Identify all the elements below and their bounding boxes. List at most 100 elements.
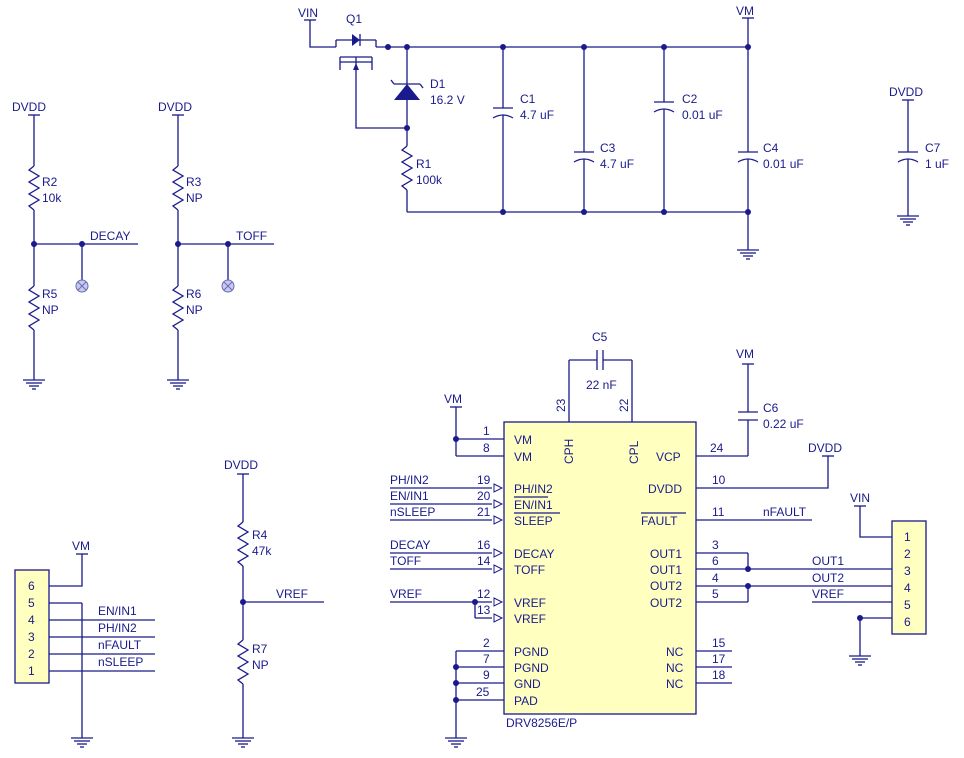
- ic-pin-name: PAD: [514, 694, 538, 708]
- out1-net-label: OUT1: [812, 554, 844, 568]
- vin-label: VIN: [298, 6, 318, 20]
- ic-pin-num: 14: [477, 554, 491, 568]
- ic-pin-name: VREF: [514, 612, 546, 626]
- c7-section: DVDD C7 1 uF: [889, 85, 949, 226]
- ic-pin-name: PH/IN2: [514, 482, 553, 496]
- vm-top-label: VM: [736, 4, 754, 18]
- ic-pin-num: 19: [477, 473, 491, 487]
- ic-pin-num: 16: [477, 538, 491, 552]
- r6-value: NP: [186, 303, 203, 317]
- left-ph-in2-label: PH/IN2: [98, 621, 137, 635]
- r3-value: NP: [186, 191, 203, 205]
- d1-zener: [390, 47, 424, 128]
- ic-pin-name: OUT1: [650, 547, 682, 561]
- toff-divider: DVDD R3 NP TOFF R6 NP: [158, 100, 274, 390]
- right-connector-pin: 3: [904, 564, 911, 578]
- ic-vref-net: VREF: [390, 587, 422, 601]
- c2-capacitor: [653, 47, 675, 212]
- left-connector-pin: 1: [28, 664, 35, 678]
- ic-pin-num: 24: [710, 441, 724, 455]
- d1-ref: D1: [430, 77, 446, 91]
- ic-pin-num-23: 23: [554, 398, 568, 412]
- ic-pin-name: OUT2: [650, 579, 682, 593]
- ic-left-pins: 1 8 VM VM VM 19 PH/IN2 PH/IN2 20 EN/IN1 …: [390, 392, 560, 748]
- ic-pin-name: DVDD: [648, 482, 682, 496]
- r7-ref: R7: [252, 642, 268, 656]
- ic-pin-name: NC: [666, 661, 684, 675]
- ic-pin-num: 3: [712, 538, 719, 552]
- ground-symbol: [848, 649, 872, 666]
- left-connector-pin: 5: [28, 596, 35, 610]
- c6-value: 0.22 uF: [763, 417, 804, 431]
- c7-dvdd-label: DVDD: [889, 85, 923, 99]
- ic-pin-name: SLEEP: [514, 514, 553, 528]
- r1-resistor: [400, 128, 414, 212]
- ic-ph-in2-net: PH/IN2: [390, 473, 429, 487]
- ic-pin-num: 18: [712, 668, 726, 682]
- left-en-in1-label: EN/IN1: [98, 604, 137, 618]
- ic-pin-name: TOFF: [514, 563, 545, 577]
- ic-pin-num-22: 22: [617, 398, 631, 412]
- r4-ref: R4: [252, 528, 268, 542]
- q1-ref: Q1: [346, 12, 362, 26]
- c5-ref: C5: [592, 330, 608, 344]
- ic-pin-num: 9: [483, 668, 490, 682]
- right-connector: 1 2 3 4 5 6 VIN: [848, 491, 927, 666]
- c1-value: 4.7 uF: [520, 108, 554, 122]
- ic-pin-name: GND: [514, 677, 541, 691]
- drv8256-ic: DRV8256E/P CPH CPL 23 22 C5 22 nF 1 8 VM…: [390, 330, 842, 748]
- ic-pin-num: 4: [712, 571, 719, 585]
- left-connector-pin: 6: [28, 579, 35, 593]
- left-connector: 6 5 4 3 2 1 VM EN/IN1 PH/IN2 nFAULT nSLE…: [14, 539, 155, 748]
- ic-pin-name: OUT2: [650, 596, 682, 610]
- ic-pin-num: 7: [483, 652, 490, 666]
- ic-pin-num: 15: [712, 636, 726, 650]
- c1-ref: C1: [520, 92, 536, 106]
- test-point-icon: [75, 279, 89, 293]
- r6-ref: R6: [186, 287, 202, 301]
- right-connector-pin: 6: [904, 615, 911, 629]
- ic-en-in1-net: EN/IN1: [390, 489, 429, 503]
- ic-pin-name: VCP: [656, 450, 681, 464]
- ic-pin-name: VREF: [514, 596, 546, 610]
- c2-value: 0.01 uF: [682, 108, 723, 122]
- q1-mosfet: [335, 34, 407, 129]
- left-vm-label: VM: [72, 539, 90, 553]
- c1-capacitor: [492, 47, 514, 212]
- decay-divider: DVDD R2 10k DECAY R5 NP: [12, 100, 138, 390]
- r2-ref: R2: [42, 175, 58, 189]
- ic-pin-name-cpl: CPL: [627, 440, 641, 464]
- r4-value: 47k: [252, 544, 272, 558]
- ic-pin-num: 10: [712, 473, 726, 487]
- ic-pin-num: 11: [712, 505, 725, 519]
- r3-ref: R3: [186, 175, 202, 189]
- ic-pin-num: 6: [712, 554, 719, 568]
- r1-value: 100k: [416, 173, 443, 187]
- left-connector-pin: 4: [28, 613, 35, 627]
- ic-nsleep-net: nSLEEP: [390, 505, 435, 519]
- right-vin-label: VIN: [850, 491, 870, 505]
- toff-dvdd-label: DVDD: [158, 100, 192, 114]
- r7-value: NP: [252, 658, 269, 672]
- ic-pin-num: 17: [712, 652, 726, 666]
- c4-ref: C4: [763, 141, 779, 155]
- ic-right-pins: VCP 24 VM C6 0.22 uF DVDD 10 DVDD FAULT …: [641, 347, 842, 691]
- ic-pin-name: PGND: [514, 645, 549, 659]
- ic-pin-num: 5: [712, 587, 719, 601]
- decay-net-label: DECAY: [90, 229, 130, 243]
- r2-value: 10k: [42, 191, 62, 205]
- ic-pin-name: OUT1: [650, 563, 682, 577]
- r1-ref: R1: [416, 157, 432, 171]
- c6-vm-label: VM: [736, 347, 754, 361]
- decay-dvdd-label: DVDD: [12, 100, 46, 114]
- toff-net-label: TOFF: [236, 229, 267, 243]
- out2-net-label: OUT2: [812, 571, 844, 585]
- ic-pin-num: 13: [477, 603, 491, 617]
- left-connector-pin: 3: [28, 630, 35, 644]
- right-vref-net-label: VREF: [812, 587, 844, 601]
- left-nsleep-label: nSLEEP: [98, 655, 143, 669]
- vref-divider: DVDD R4 47k VREF R7 NP: [224, 458, 324, 748]
- ground-symbol: [166, 373, 190, 390]
- ic-pin-name: DECAY: [514, 547, 554, 561]
